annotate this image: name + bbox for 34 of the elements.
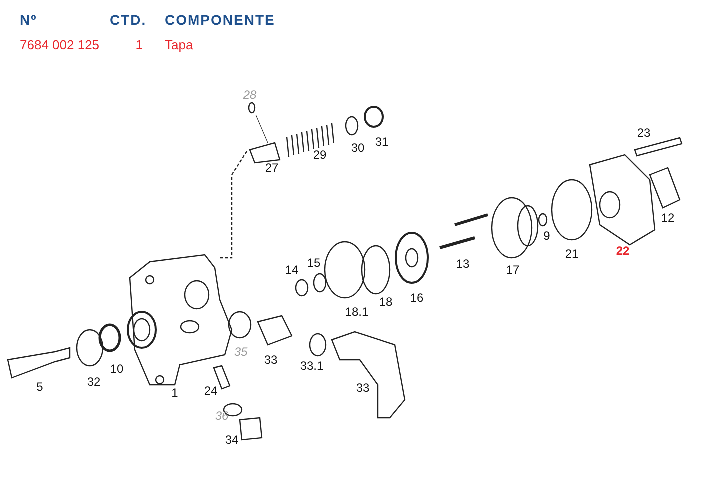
callout-number: 1 — [172, 387, 178, 399]
callout-number: 24 — [204, 385, 218, 397]
callout-number: 18.1 — [345, 306, 369, 318]
callout-number: 13 — [456, 258, 470, 270]
callout-number: 9 — [544, 230, 550, 242]
callout-number: 15 — [307, 257, 321, 269]
callout-number: 36 — [215, 410, 229, 422]
callout-number: 33 — [264, 354, 278, 366]
callout-number: 10 — [110, 363, 124, 375]
table-cell: 7684 002 125 — [20, 38, 100, 52]
callout-number: 28 — [243, 89, 257, 101]
callout-number: 5 — [36, 381, 44, 393]
callout-number: 16 — [410, 292, 424, 304]
callout-number: 12 — [661, 212, 675, 224]
column-header: COMPONENTE — [165, 13, 276, 27]
callout-number: 32 — [87, 376, 101, 388]
callout-number: 14 — [285, 264, 299, 276]
callout-number: 33 — [356, 382, 370, 394]
callout-number: 31 — [375, 136, 389, 148]
callout-number: 34 — [225, 434, 239, 446]
callout-number: 33.1 — [300, 360, 324, 372]
column-header: CTD. — [110, 13, 147, 27]
callout-number: 17 — [506, 264, 520, 276]
callout-number: 27 — [265, 162, 279, 174]
callout-number: 35 — [234, 346, 248, 358]
callout-number: 23 — [637, 127, 651, 139]
callout-number: 18 — [379, 296, 393, 308]
callout-number: 30 — [351, 142, 365, 154]
table-cell: Tapa — [165, 38, 194, 52]
callout-number: 29 — [313, 149, 327, 161]
callout-number: 22 — [616, 245, 630, 257]
column-header: Nº — [20, 13, 38, 27]
table-cell: 1 — [136, 38, 143, 52]
callout-number: 21 — [565, 248, 579, 260]
